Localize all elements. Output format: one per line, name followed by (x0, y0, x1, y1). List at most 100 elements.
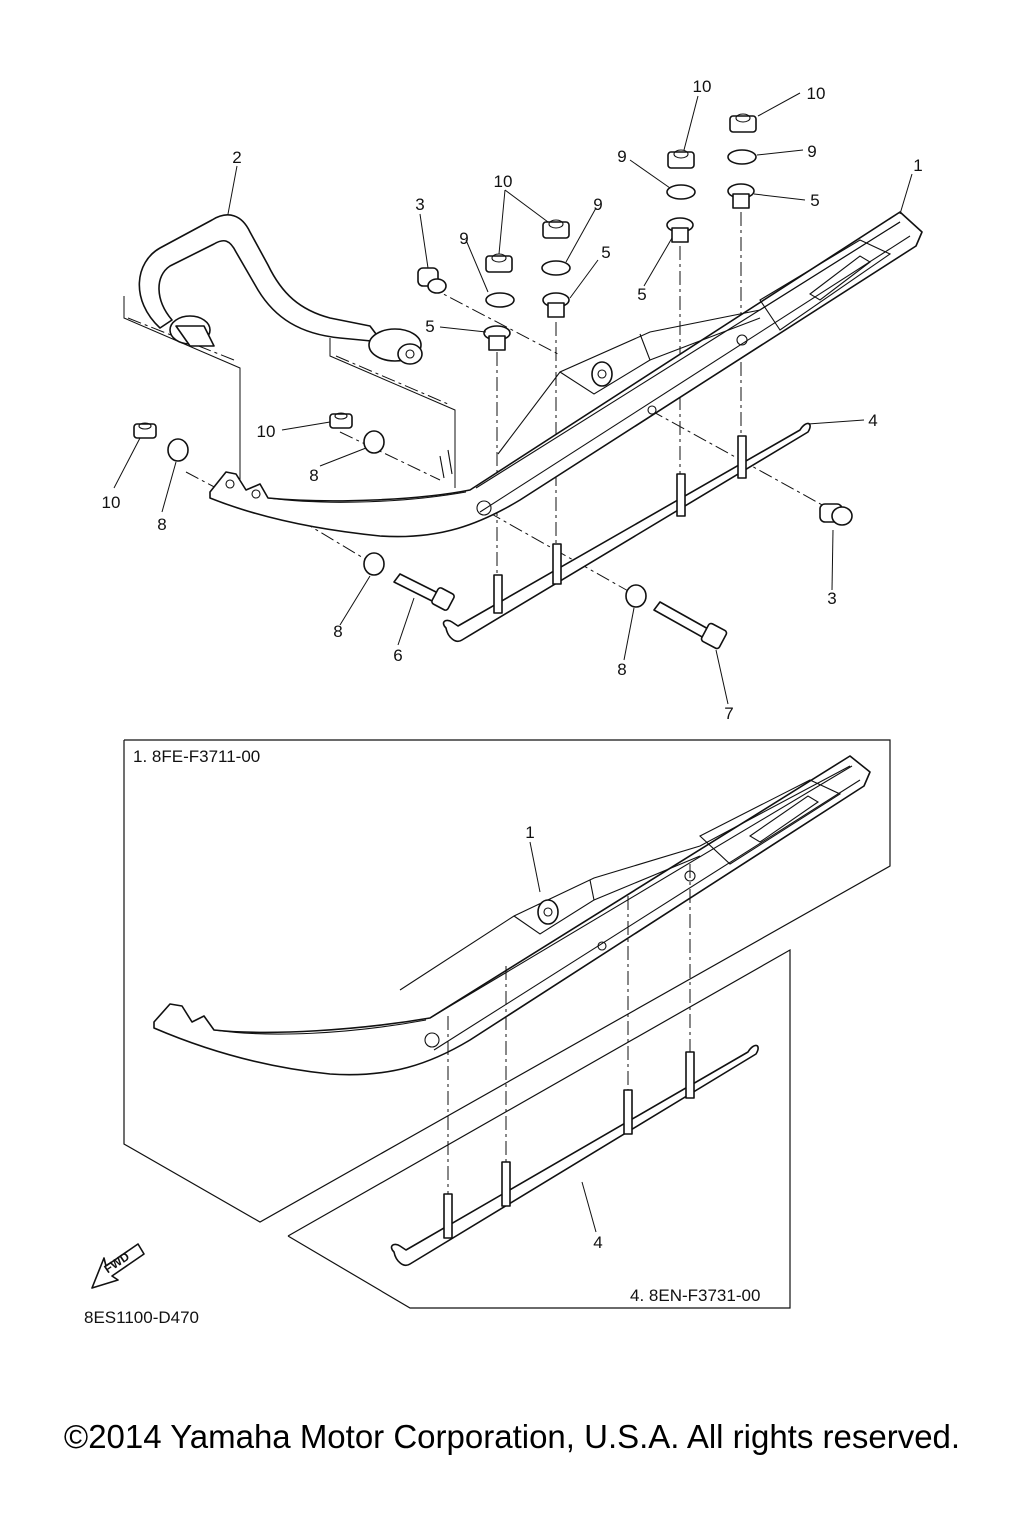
leader-line (439, 326, 487, 333)
callout-10: 10 (693, 77, 712, 96)
leader-line (899, 173, 913, 215)
callout-8: 8 (309, 466, 318, 485)
runner-stud (623, 1089, 633, 1135)
runner-assembly-box: 4. 8EN-F3731-00 4 (287, 864, 791, 1309)
leader-line (756, 149, 804, 156)
leader-line (498, 189, 506, 255)
runner-stud (737, 435, 747, 479)
runner-assembly-part-number: 4. 8EN-F3731-00 (630, 1286, 760, 1305)
nut (667, 149, 695, 169)
callout-1: 1 (525, 823, 534, 842)
callout-3: 3 (827, 589, 836, 608)
nut (729, 113, 757, 133)
callout-10: 10 (807, 84, 826, 103)
leader-line (623, 607, 635, 661)
collar (542, 292, 570, 318)
leader-line (529, 841, 541, 893)
callout-9: 9 (593, 195, 602, 214)
callout-10: 10 (257, 422, 276, 441)
exploded-view: 2 3 3 1 4 5 5 5 5 6 7 8 8 8 8 9 9 9 9 10… (102, 77, 923, 723)
nut (329, 412, 353, 429)
runner-stud (443, 1193, 453, 1239)
callout-5: 5 (637, 285, 646, 304)
leader-line (227, 165, 238, 215)
runner-stud (501, 1161, 511, 1207)
leader-line (319, 447, 367, 467)
washer (625, 584, 647, 608)
runner-stud (552, 543, 562, 585)
leader-line (753, 193, 806, 201)
runner-stud (493, 574, 503, 614)
bushing (417, 267, 447, 294)
diagram-code: 8ES1100-D470 (84, 1308, 199, 1327)
leader-line (465, 239, 489, 293)
ski-body-assembled (153, 755, 871, 1076)
callout-10: 10 (494, 172, 513, 191)
runner-assembled (390, 1044, 759, 1267)
leader-line (757, 92, 801, 117)
leader-line (807, 419, 865, 425)
nut (485, 253, 513, 273)
runner-stud (676, 473, 686, 517)
callout-6: 6 (393, 646, 402, 665)
callout-3: 3 (415, 195, 424, 214)
leader-line (569, 259, 599, 299)
callout-9: 9 (459, 229, 468, 248)
leader-line (715, 649, 729, 705)
washer (363, 552, 385, 576)
runner (442, 422, 811, 643)
callout-5: 5 (425, 317, 434, 336)
leader-line (629, 159, 671, 189)
bolt (653, 601, 728, 650)
washer (541, 260, 571, 276)
callout-4: 4 (868, 411, 877, 430)
callout-8: 8 (333, 622, 342, 641)
callout-8: 8 (157, 515, 166, 534)
leader-line (339, 575, 371, 626)
callout-1: 1 (913, 156, 922, 175)
leader-line (683, 95, 699, 151)
ski-handle (138, 214, 423, 365)
centerline (335, 355, 449, 405)
callout-9: 9 (807, 142, 816, 161)
callout-4: 4 (593, 1233, 602, 1252)
leader-line (113, 437, 141, 489)
ski-assembly-box: 1. 8FE-F3711-00 1 (123, 739, 891, 1223)
bushing (819, 503, 853, 526)
collar (727, 183, 755, 209)
washer (666, 184, 696, 200)
collar (483, 325, 511, 351)
centerline (339, 431, 441, 481)
ski-body (209, 211, 923, 538)
alignment-line (329, 338, 456, 488)
washer (485, 292, 515, 308)
copyright-notice: ©2014 Yamaha Motor Corporation, U.S.A. A… (63, 1418, 961, 1455)
callout-10: 10 (102, 493, 121, 512)
leader-line (419, 213, 429, 269)
leader-line (643, 237, 673, 287)
leader-line (281, 421, 331, 431)
leader-line (565, 207, 597, 263)
nut (133, 422, 157, 439)
washer (727, 149, 757, 165)
callout-7: 7 (724, 704, 733, 723)
leader-line (504, 189, 549, 223)
nut (542, 219, 570, 239)
ski-assembly-part-number: 1. 8FE-F3711-00 (133, 747, 260, 766)
leader-line (397, 597, 415, 646)
washer (363, 430, 385, 454)
collar (666, 217, 694, 243)
leader-line (161, 461, 177, 513)
callout-2: 2 (232, 148, 241, 167)
leader-line (581, 1181, 597, 1233)
callout-8: 8 (617, 660, 626, 679)
callout-5: 5 (601, 243, 610, 262)
leader-line (831, 529, 834, 591)
callout-5: 5 (810, 191, 819, 210)
washer (167, 438, 189, 462)
forward-arrow-icon: FWD (91, 1243, 145, 1289)
callout-9: 9 (617, 147, 626, 166)
bolt (393, 573, 455, 611)
runner-stud (685, 1051, 695, 1099)
